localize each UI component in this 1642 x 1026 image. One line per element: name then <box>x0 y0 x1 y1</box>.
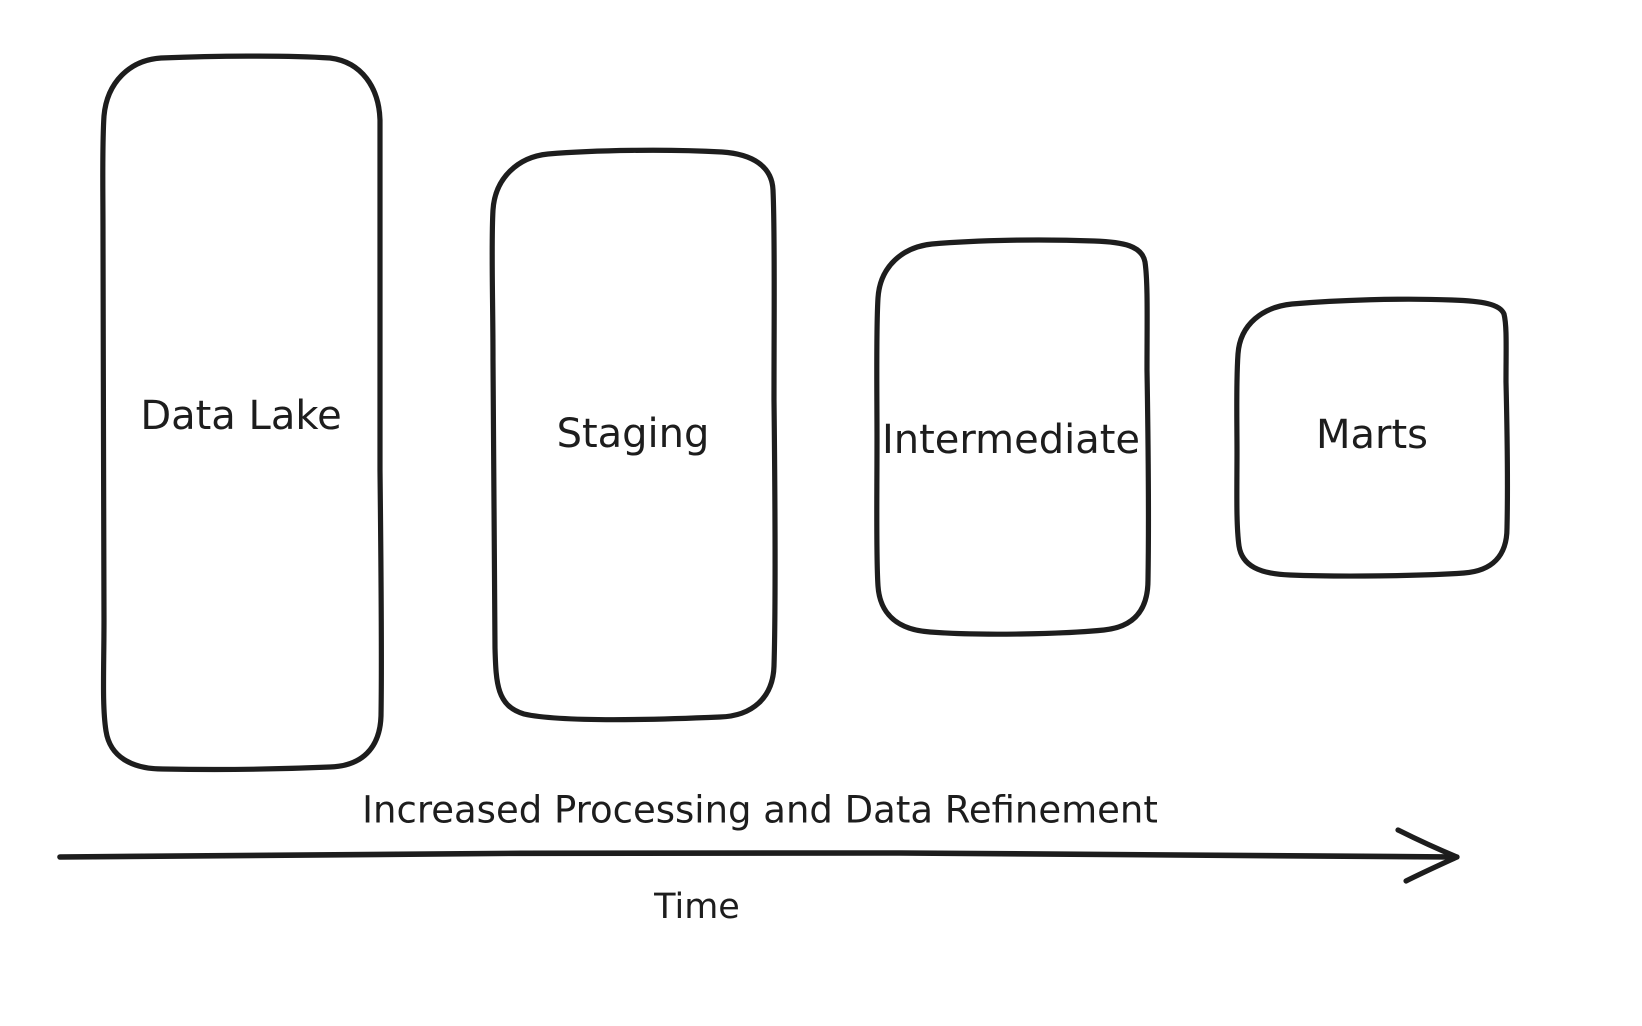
rounded-rect-outline <box>489 147 778 723</box>
stage-box-data-lake[interactable]: Data Lake <box>100 53 385 772</box>
stage-label-marts: Marts <box>1316 412 1428 458</box>
arrow-shaft <box>57 849 1458 860</box>
stage-box-intermediate[interactable]: Intermediate <box>874 237 1152 637</box>
stage-box-marts[interactable]: Marts <box>1234 296 1511 579</box>
arrow-head-icon <box>1395 827 1460 860</box>
stage-label-intermediate: Intermediate <box>882 417 1140 463</box>
axis-caption: Increased Processing and Data Refinement <box>362 789 1158 832</box>
stage-label-data-lake: Data Lake <box>140 393 341 439</box>
time-arrow <box>57 827 1460 884</box>
rounded-rect-outline <box>1234 296 1511 579</box>
rounded-rect-outline <box>874 237 1152 637</box>
stage-box-staging[interactable]: Staging <box>489 147 778 723</box>
axis-label-time: Time <box>653 887 740 927</box>
stage-label-staging: Staging <box>557 411 710 457</box>
arrow-head-icon-lower <box>1403 854 1460 884</box>
rounded-rect-outline <box>100 53 385 772</box>
